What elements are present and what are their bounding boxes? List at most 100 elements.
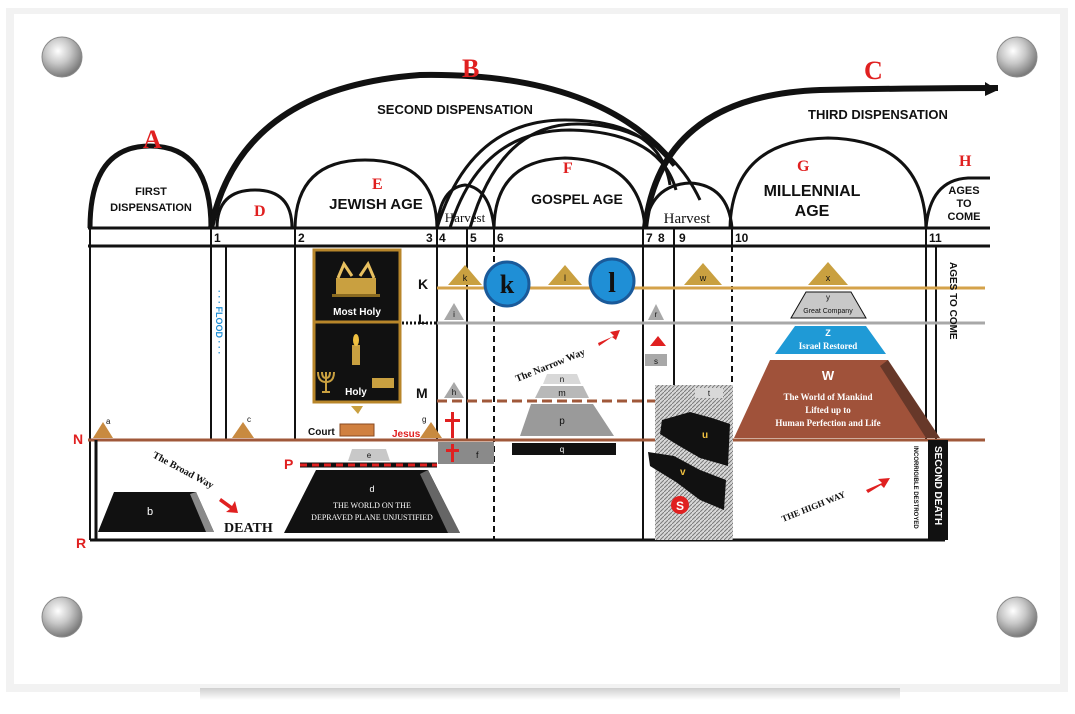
second-dispensation-label: SECOND DISPENSATION (377, 102, 533, 117)
bolt-icon (996, 596, 1038, 638)
first-dispensation-line1: FIRST (135, 186, 167, 198)
svg-text:r: r (655, 310, 658, 319)
svg-text:d: d (369, 484, 374, 494)
world-b-block: b (98, 492, 214, 532)
bolt-icon (41, 596, 83, 638)
harvest-label-2: Harvest (664, 211, 711, 227)
pyramid-w-small: w (684, 263, 722, 285)
section-a: A (143, 125, 162, 154)
incense-altar-icon (352, 334, 360, 365)
section-g: G (797, 158, 810, 175)
plane-r-label: R (76, 535, 86, 551)
pyramid-a: a (93, 417, 113, 438)
bolt-icon (996, 36, 1038, 78)
column-lines (89, 228, 937, 540)
marker-8: 8 (658, 231, 665, 245)
dispensation-arches (87, 71, 999, 229)
marker-1: 1 (214, 231, 221, 245)
plane-m-label: M (416, 385, 428, 401)
marker-7: 7 (646, 231, 653, 245)
marker-11: 11 (929, 231, 942, 245)
marker-9: 9 (679, 231, 686, 245)
svg-text:h: h (452, 388, 456, 397)
pyramid-i: i (444, 303, 464, 320)
narrow-way-arrow-icon (598, 330, 620, 346)
millennial-age-line2: AGE (795, 203, 830, 220)
jesus-label: Jesus (392, 429, 421, 440)
svg-text:a: a (106, 417, 111, 426)
svg-text:l: l (608, 268, 616, 299)
section-f: F (563, 160, 573, 177)
flood-label: · · · FLOOD · · · (214, 290, 224, 354)
svg-text:Z: Z (825, 328, 831, 338)
svg-text:W: W (822, 368, 835, 383)
label-v: v (680, 467, 686, 478)
label-u: u (702, 430, 708, 441)
court-label: Court (308, 427, 335, 438)
svg-text:k: k (500, 270, 515, 299)
great-company-label: Great Company (803, 308, 853, 315)
holy-label: Holy (345, 387, 367, 398)
svg-text:x: x (826, 273, 831, 283)
harvest-label-1: Harvest (445, 210, 486, 225)
pyramid-g: g (420, 415, 442, 438)
svg-text:e: e (367, 451, 372, 460)
first-dispensation-line2: DISPENSATION (110, 202, 192, 214)
world-d-line1: THE WORLD ON THE (333, 501, 411, 510)
pyramid-l: l (548, 265, 582, 285)
plane-k-label: K (418, 276, 428, 292)
pyramid-s: s (645, 336, 667, 366)
marker-6: 6 (497, 231, 504, 245)
pyramid-h: h (444, 382, 464, 398)
marker-numbers: 1 2 3 4 5 6 7 8 9 10 11 (214, 231, 942, 245)
world-mankind-line1: The World of Mankind (783, 392, 872, 402)
showbread-table-icon (372, 378, 394, 388)
world-mankind-line2: Lifted up to (805, 405, 851, 415)
section-b: B (462, 54, 479, 83)
plane-n-label: N (73, 431, 83, 447)
svg-text:b: b (147, 506, 153, 518)
bolt-icon (41, 36, 83, 78)
pyramid-x: x (808, 262, 848, 285)
section-h: H (959, 153, 972, 170)
marker-4: 4 (439, 231, 446, 245)
ages-to-come-line3: COME (948, 211, 981, 223)
ages-to-come-line1: AGES (948, 185, 979, 197)
circle-l-icon: l (588, 257, 636, 305)
ages-to-come-line2: TO (956, 198, 972, 210)
e-block: e (348, 449, 390, 461)
svg-text:c: c (247, 415, 251, 424)
marker-5: 5 (470, 231, 477, 245)
ages-to-come-vertical: AGES TO COME (947, 262, 958, 340)
millennial-pyramid: y Great Company Z Israel Restored W The … (734, 291, 940, 438)
cross-icon (445, 412, 460, 438)
high-way-arrow-icon (866, 478, 890, 493)
cross-icon (438, 442, 468, 464)
label-f: f (476, 450, 479, 460)
svg-text:n: n (560, 375, 564, 384)
jewish-age-label: JEWISH AGE (329, 196, 423, 213)
israel-restored-label: Israel Restored (799, 341, 858, 351)
plane-l-label: L (418, 311, 427, 327)
pyramid-r: r (648, 304, 664, 320)
svg-text:y: y (826, 293, 830, 302)
second-death-bar (928, 440, 948, 540)
pyramid-c: c (232, 415, 254, 438)
section-c: C (864, 56, 883, 85)
second-death-label: SECOND DEATH (932, 446, 943, 525)
most-holy-label: Most Holy (333, 307, 381, 318)
pyramid-k: k (448, 265, 482, 285)
section-d: D (254, 203, 266, 220)
world-d-line2: DEPRAVED PLANE UNJUSTIFIED (311, 513, 433, 522)
f-block (466, 442, 494, 464)
laver-icon (351, 406, 363, 414)
plane-p-label: P (284, 456, 293, 472)
broad-way-arrow-icon (219, 498, 238, 513)
circle-k-icon: k (483, 260, 531, 308)
svg-text:w: w (699, 273, 707, 283)
svg-text:m: m (558, 388, 566, 398)
brazen-altar-icon (339, 423, 375, 437)
tabernacle: Most Holy Holy Court Jesus (308, 248, 421, 440)
lampstand-icon (317, 371, 335, 393)
